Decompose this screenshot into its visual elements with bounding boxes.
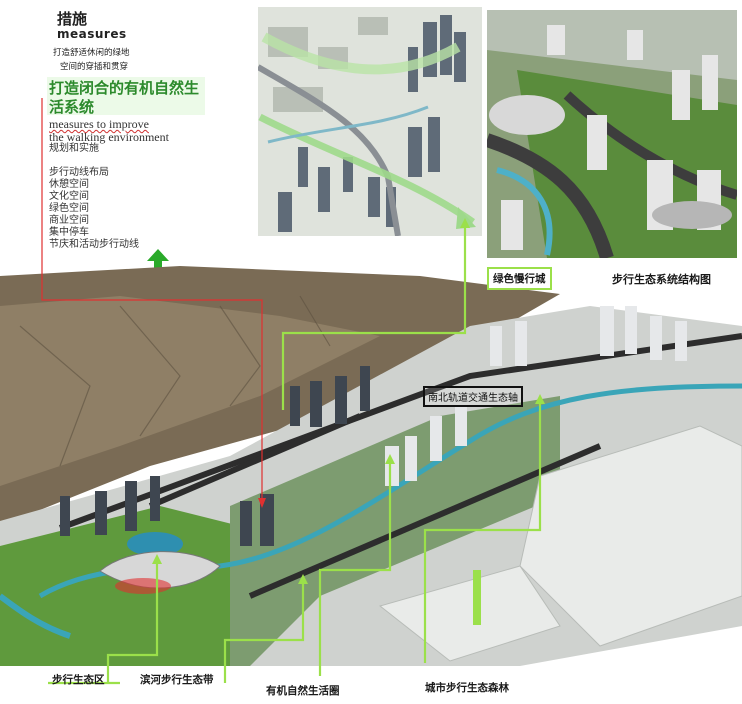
- slow-city-label: 绿色慢行城: [487, 267, 552, 290]
- main-aerial-model: [0, 266, 742, 666]
- diagram-title: 步行生态系统结构图: [612, 273, 711, 286]
- measures-title-cn: 措施: [57, 10, 88, 28]
- axis-label: 南北轨道交通生态轴: [423, 386, 523, 407]
- measures-line-2: 空间的穿插和贯穿: [60, 62, 129, 72]
- list-item: 商业空间: [49, 215, 89, 226]
- measures-list: 步行动线布局 休憩空间 文化空间 绿色空间 商业空间 集中停车 节庆和活动步行动…: [49, 167, 139, 251]
- aerial-photo-bw: [258, 7, 482, 236]
- measures-line-1: 打造舒适休闲的绿地: [53, 48, 130, 58]
- measures-en-line-2: the walking environment: [49, 130, 169, 144]
- render-photo-color: [487, 10, 737, 258]
- measures-headline: 打造闭合的有机自然生活系统: [47, 77, 205, 116]
- measures-en-line-1: measures to improve: [49, 117, 149, 131]
- zone-label: 步行生态区: [52, 674, 105, 686]
- forest-label: 城市步行生态森林: [425, 682, 509, 694]
- list-item: 休憩空间: [49, 179, 89, 190]
- river-belt-label: 滨河步行生态带: [140, 674, 214, 686]
- measures-plan-line: 规划和实施: [49, 143, 99, 154]
- list-item: 绿色空间: [49, 203, 89, 214]
- list-item: 集中停车: [49, 227, 89, 238]
- up-arrow-icon: [147, 249, 169, 273]
- measures-title-en: measures: [57, 27, 127, 41]
- list-item: 节庆和活动步行动线: [49, 239, 139, 250]
- organic-circle-label: 有机自然生活圈: [266, 685, 340, 697]
- list-item: 文化空间: [49, 191, 89, 202]
- list-item: 步行动线布局: [49, 167, 109, 178]
